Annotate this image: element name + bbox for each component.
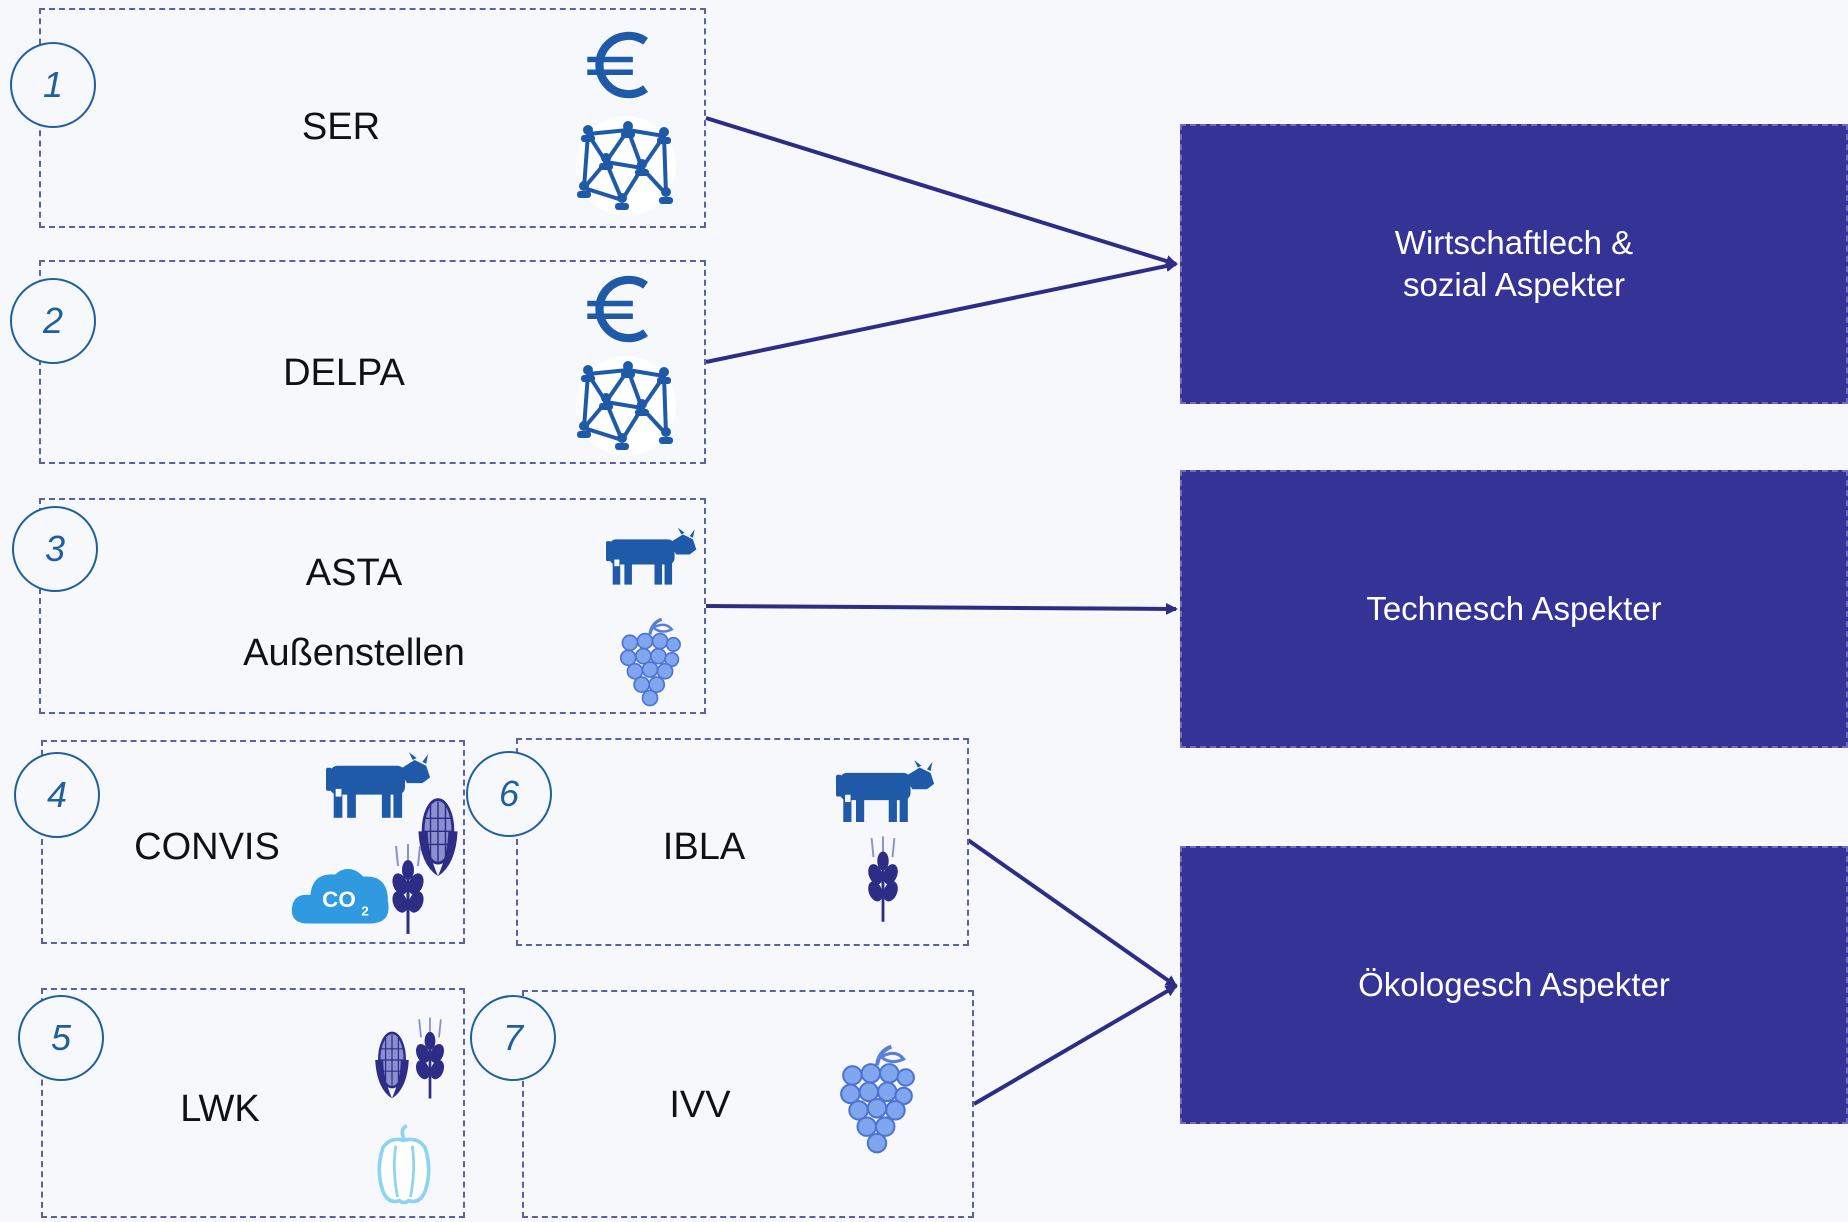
euro-icon: [580, 28, 662, 102]
aspect-ecological: Ökologesch Aspekter: [1180, 846, 1848, 1124]
source-box-ivv: [522, 990, 974, 1218]
aspect-economic-social: Wirtschaftlech & sozial Aspekter: [1180, 124, 1848, 404]
wheat-icon: [412, 1016, 448, 1100]
arrow-ser-to-economic: [705, 116, 1178, 267]
co2-cloud-icon: [290, 860, 392, 932]
source-box-lwk: [41, 988, 465, 1218]
arrow-ivv-to-ecological: [972, 984, 1178, 1106]
wheat-icon: [388, 844, 428, 934]
cow-icon: [836, 758, 936, 826]
cow-icon: [606, 526, 698, 588]
euro-icon: [580, 272, 662, 346]
grape-icon: [836, 1042, 918, 1156]
source-label-lwk: LWK: [180, 1088, 260, 1130]
arrow-delpa-to-economic: [705, 260, 1178, 364]
wheat-icon: [864, 836, 902, 922]
source-label-ser: SER: [301, 106, 381, 148]
corn-icon: [372, 1026, 412, 1102]
number-badge-7: 7: [470, 995, 556, 1081]
number-badge-1: 1: [10, 42, 96, 128]
source-label-convis: CONVIS: [134, 826, 280, 868]
arrow-asta-to-technical: [705, 602, 1178, 615]
number-badge-6: 6: [466, 751, 552, 837]
source-label-asta-sub: Außenstellen: [243, 632, 465, 674]
source-label-delpa: DELPA: [283, 352, 405, 394]
number-badge-5: 5: [18, 995, 104, 1081]
number-badge-3: 3: [12, 506, 98, 592]
network-people-icon: [566, 116, 686, 216]
aspect-economic-social-label: Wirtschaftlech & sozial Aspekter: [1394, 224, 1634, 303]
arrow-ibla-to-ecological: [966, 838, 1178, 988]
number-badge-2: 2: [10, 278, 96, 364]
number-badge-4: 4: [14, 752, 100, 838]
aspect-ecological-label: Ökologesch Aspekter: [1358, 966, 1670, 1003]
grape-icon: [616, 616, 684, 708]
source-box-asta: [39, 498, 706, 714]
network-people-icon: [566, 356, 686, 456]
aspect-technical: Technesch Aspekter: [1180, 470, 1848, 748]
source-label-asta: ASTA: [305, 552, 403, 594]
source-box-convis: [41, 740, 465, 944]
pepper-icon: [372, 1122, 436, 1208]
source-label-ivv: IVV: [669, 1084, 731, 1126]
source-label-ibla: IBLA: [662, 826, 746, 868]
source-box-ibla: [516, 738, 969, 946]
aspect-technical-label: Technesch Aspekter: [1366, 590, 1662, 627]
